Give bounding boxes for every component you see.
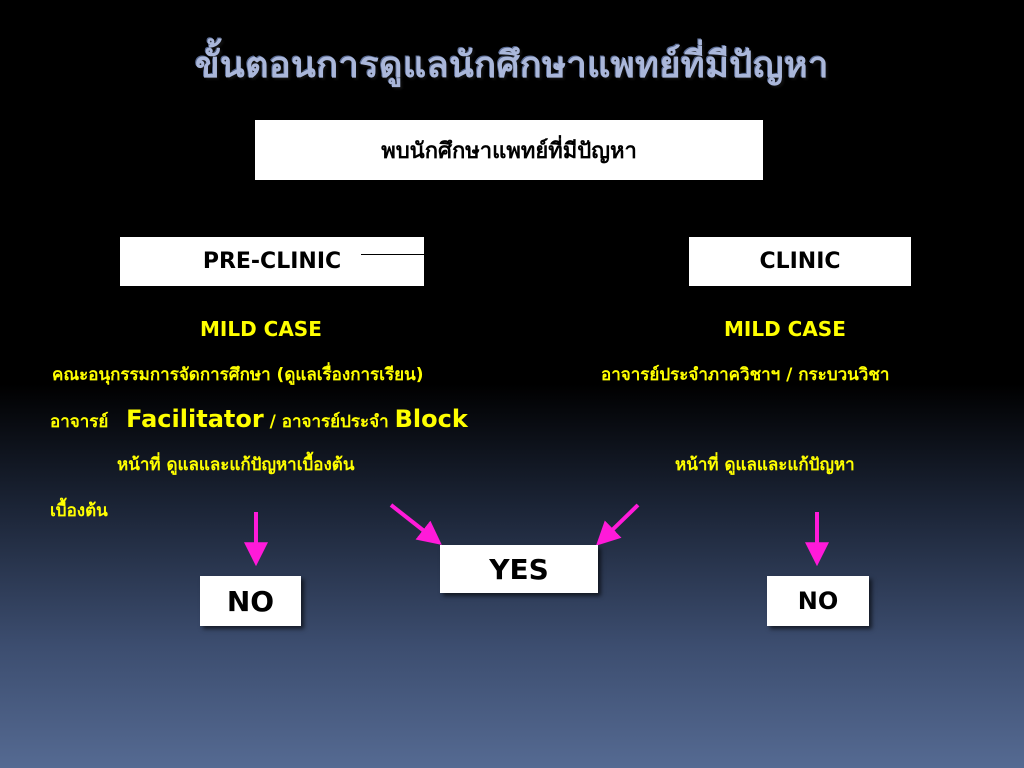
facilitator-word: Facilitator (126, 405, 264, 433)
block-word: Block (394, 405, 468, 433)
preclinic-label: PRE-CLINIC (202, 249, 342, 274)
preclinic-duty-text: หน้าที่ ดูแลและแก้ปัญหาเบื้องต้น (117, 455, 355, 475)
yes-box: YES (440, 545, 598, 593)
clinic-no-box: NO (767, 576, 869, 626)
start-box-label: พบนักศึกษาแพทย์ที่มีปัญหา (381, 138, 637, 164)
facilitator-prefix: อาจารย์ (50, 412, 109, 432)
slide-title: ขั้นตอนการดูแลนักศึกษาแพทย์ที่มีปัญหา (194, 45, 829, 86)
preclinic-mild-case: MILD CASE (200, 317, 322, 341)
clinic-duty-text: หน้าที่ ดูแลและแก้ปัญหา (675, 455, 855, 475)
clinic-no-label: NO (797, 587, 839, 615)
preclinic-no-label: NO (226, 584, 275, 618)
preclinic-box: PRE-CLINIC (120, 237, 424, 286)
preclinic-line-fragment (361, 254, 425, 255)
facilitator-middle: / อาจารย์ประจำ (269, 412, 389, 432)
arrow-left-to-yes (389, 503, 442, 545)
start-box: พบนักศึกษาแพทย์ที่มีปัญหา (255, 120, 763, 180)
preclinic-committee-text: คณะอนุกรรมการจัดการศึกษา (ดูแลเรื่องการเ… (52, 365, 424, 385)
preclinic-duty-continuation: เบื้องต้น (50, 501, 108, 521)
arrow-right-to-yes (595, 503, 640, 546)
clinic-box: CLINIC (689, 237, 911, 286)
clinic-label: CLINIC (759, 249, 841, 274)
preclinic-facilitator-text: อาจารย์ Facilitator / อาจารย์ประจำ Block (50, 405, 468, 435)
clinic-mild-case: MILD CASE (724, 317, 846, 341)
clinic-teacher-text: อาจารย์ประจำภาควิชาฯ / กระบวนวิชา (601, 365, 890, 385)
yes-label: YES (489, 552, 549, 586)
preclinic-no-box: NO (200, 576, 301, 626)
